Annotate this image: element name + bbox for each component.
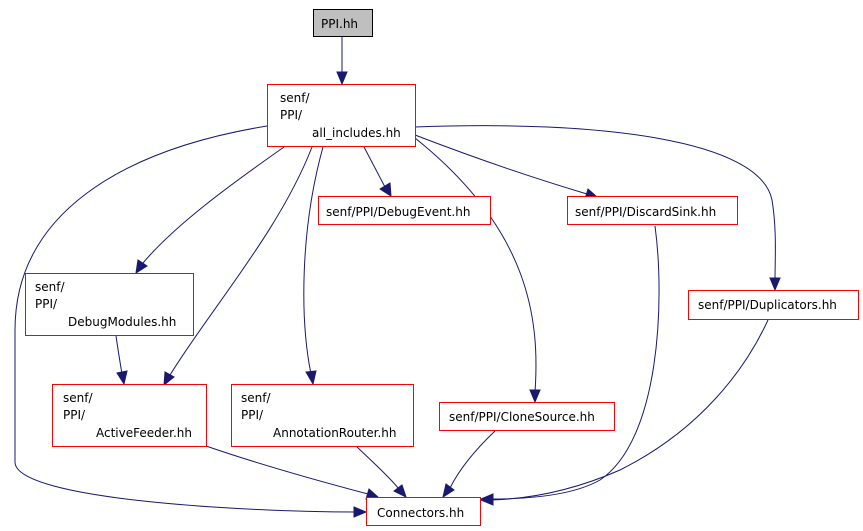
node-label: senf/PPI/Duplicators.hh: [698, 298, 837, 312]
node-debug-event[interactable]: senf/PPI/DebugEvent.hh: [318, 196, 491, 225]
node-duplicators[interactable]: senf/PPI/Duplicators.hh: [688, 290, 859, 320]
edge-clone-source-to-connectors: [449, 430, 496, 489]
edge-all-includes-to-active-feeder: [169, 146, 313, 376]
node-clone-source[interactable]: senf/PPI/CloneSource.hh: [439, 402, 615, 431]
edge-all-includes-to-duplicators: [414, 125, 776, 281]
node-label-line: PPI/: [35, 297, 58, 311]
node-all-includes[interactable]: senf/ PPI/ all_includes.hh: [267, 84, 416, 147]
edge-debug-modules-to-active-feeder: [115, 335, 123, 375]
node-label: senf/PPI/DebugEvent.hh: [326, 205, 470, 219]
arrowhead: [393, 484, 407, 498]
arrowhead: [442, 483, 455, 499]
arrowhead: [529, 389, 541, 404]
node-annotation-router[interactable]: senf/ PPI/ AnnotationRouter.hh: [231, 384, 414, 447]
node-label: Connectors.hh: [377, 506, 464, 520]
node-label-line: DebugModules.hh: [68, 315, 176, 329]
arrowhead: [353, 506, 368, 518]
edge-all-includes-to-debug-modules: [142, 146, 285, 264]
node-connectors[interactable]: Connectors.hh: [366, 497, 481, 526]
node-label-line: senf/: [241, 391, 271, 405]
edge-all-includes-to-clone-source: [414, 137, 537, 393]
arrowhead: [135, 259, 148, 275]
node-active-feeder[interactable]: senf/ PPI/ ActiveFeeder.hh: [52, 384, 207, 447]
edge-all-includes-to-debug-event: [363, 146, 386, 188]
node-label-line: senf/: [280, 91, 310, 105]
node-label: PPI.hh: [321, 17, 358, 31]
arrowhead: [163, 371, 175, 387]
node-label-line: PPI/: [280, 108, 303, 122]
arrowhead: [479, 494, 494, 506]
nodes: PPI.hh senf/ PPI/ all_includes.hh senf/P…: [25, 9, 859, 526]
edges: [14, 37, 781, 518]
node-label-line: AnnotationRouter.hh: [273, 426, 397, 440]
edge-active-feeder-to-connectors: [205, 445, 369, 495]
node-ppi-hh: PPI.hh: [313, 9, 373, 37]
node-label-line: PPI/: [241, 408, 264, 422]
node-label: senf/PPI/CloneSource.hh: [449, 410, 595, 424]
arrowhead: [379, 182, 392, 197]
node-label-line: senf/: [63, 391, 93, 405]
edge-all-includes-to-annotation-router: [303, 146, 324, 375]
node-label: senf/PPI/DiscardSink.hh: [575, 205, 716, 219]
edge-duplicators-to-connectors: [490, 319, 769, 501]
arrowhead: [336, 71, 348, 86]
arrowhead: [305, 370, 317, 386]
node-label-line: ActiveFeeder.hh: [96, 426, 192, 440]
node-debug-modules[interactable]: senf/ PPI/ DebugModules.hh: [25, 273, 194, 336]
arrowhead: [116, 370, 128, 386]
node-label-line: senf/: [35, 280, 65, 294]
arrowhead: [769, 277, 781, 292]
node-discard-sink[interactable]: senf/PPI/DiscardSink.hh: [567, 196, 738, 225]
node-label-line: PPI/: [63, 408, 86, 422]
edge-discard-sink-to-connectors: [490, 225, 660, 500]
node-label-line: all_includes.hh: [312, 126, 401, 140]
edge-all-includes-to-discard-sink: [414, 134, 588, 195]
edge-all-includes-to-connectors: [14, 125, 357, 513]
edge-annotation-router-to-connectors: [356, 446, 400, 490]
